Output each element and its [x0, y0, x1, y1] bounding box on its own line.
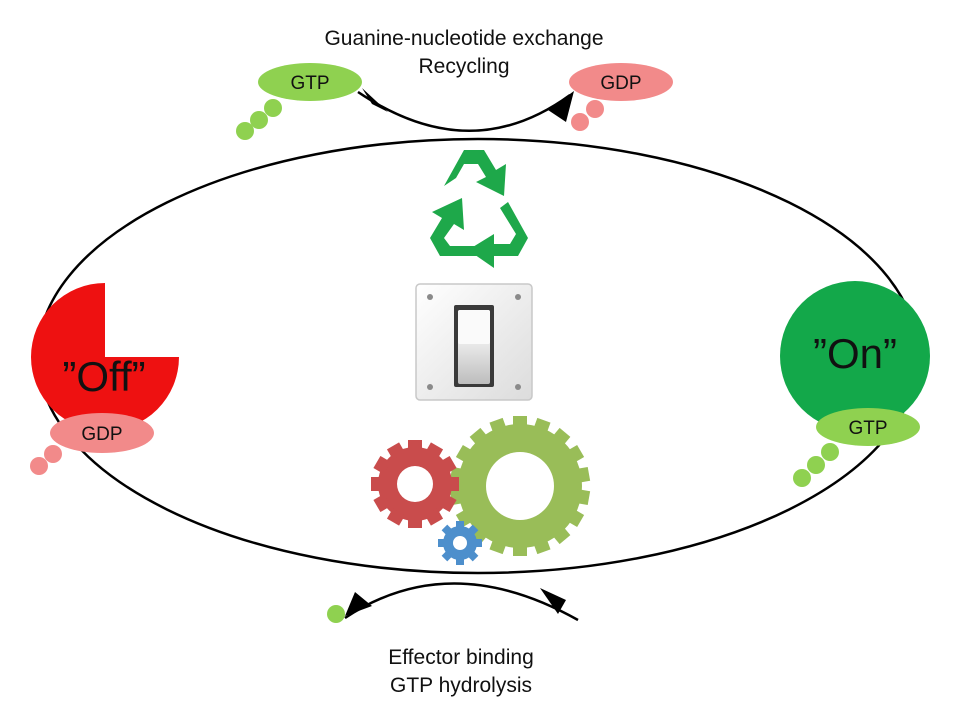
recycle-icon	[430, 150, 528, 268]
off-gdp-label: GDP	[81, 424, 122, 445]
off-gdp-oval	[50, 413, 154, 453]
exchange-arrow-in	[362, 88, 388, 112]
phosphate-dot	[793, 469, 811, 487]
bottom-caption-line1: Effector binding	[388, 646, 534, 669]
released-phosphate-dot	[327, 605, 345, 623]
gtp-oval	[258, 63, 362, 101]
gdp-label: GDP	[600, 73, 641, 94]
top-caption-line2: Recycling	[418, 55, 509, 78]
gear-green	[449, 416, 591, 556]
phosphate-dot	[236, 122, 254, 140]
off-label: ”Off”	[62, 353, 145, 400]
phosphate-dot	[586, 100, 604, 118]
light-switch-icon	[415, 283, 533, 401]
hydrolysis-arrow-out	[345, 592, 372, 616]
on-gtp-label: GTP	[848, 418, 887, 439]
on-state: ”On” GTP	[780, 281, 930, 487]
on-gtp-oval	[816, 408, 920, 446]
gtp-label: GTP	[290, 73, 329, 94]
phosphate-dot	[30, 457, 48, 475]
phosphate-dot	[571, 113, 589, 131]
hydrolysis-arc	[344, 582, 579, 622]
incoming-gtp: GTP	[236, 63, 362, 140]
gears-icon	[371, 416, 591, 565]
gear-blue	[438, 521, 482, 565]
exchange-arc	[357, 90, 571, 132]
top-caption-line1: Guanine-nucleotide exchange	[324, 27, 603, 50]
on-protein	[780, 281, 930, 431]
off-protein	[31, 283, 179, 431]
on-label: ”On”	[813, 330, 897, 377]
hydrolysis-arrow-in	[540, 588, 566, 614]
phosphate-dot	[264, 99, 282, 117]
exchange-arrow-out	[548, 91, 574, 122]
phosphate-dot	[821, 443, 839, 461]
off-state: ”Off” GDP	[30, 283, 179, 475]
phosphate-dot	[807, 456, 825, 474]
phosphate-dot	[44, 445, 62, 463]
phosphate-dot	[250, 111, 268, 129]
gear-red	[371, 440, 459, 528]
gdp-oval	[569, 63, 673, 101]
outgoing-gdp: GDP	[569, 63, 673, 131]
bottom-caption-line2: GTP hydrolysis	[390, 674, 532, 697]
